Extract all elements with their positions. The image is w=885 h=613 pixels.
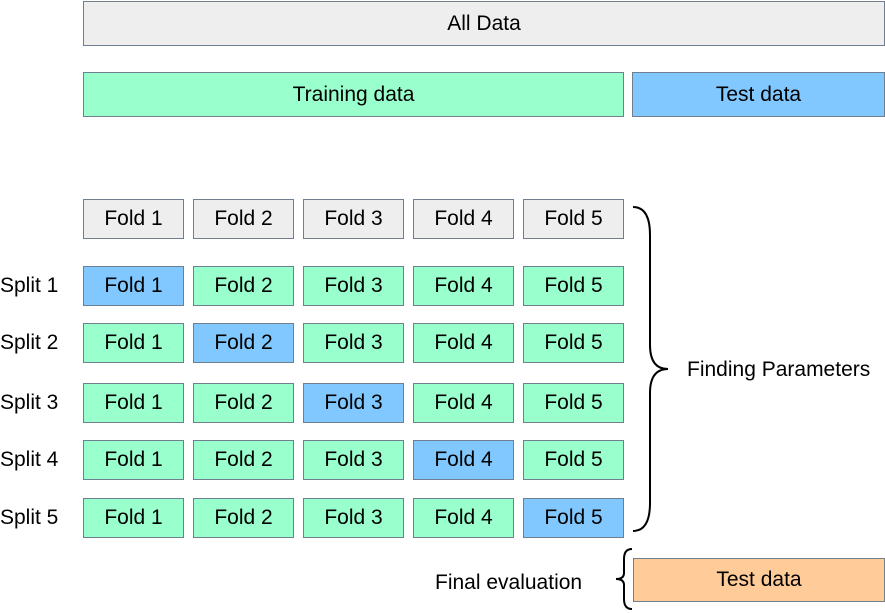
fold-label: Fold 3 [324,391,383,414]
fold-label: Fold 1 [104,274,163,297]
fold-label: Fold 2 [214,274,273,297]
fold-label: Fold 1 [104,448,163,471]
split-3-fold-1-train: Fold 1 [83,383,184,423]
training-data-bar: Training data [83,72,624,117]
final-test-data-label: Test data [716,568,802,591]
final-evaluation-brace [615,548,633,610]
fold-label: Fold 3 [324,274,383,297]
fold-label: Fold 2 [214,207,273,230]
split-label-2: Split 2 [0,331,59,354]
split-1-fold-3-train: Fold 3 [303,266,404,306]
final-evaluation-label: Final evaluation [435,571,583,594]
fold-label: Fold 5 [544,274,603,297]
all-data-label: All Data [447,11,521,35]
fold-label: Fold 5 [544,331,603,354]
fold-label: Fold 5 [544,207,603,230]
fold-label: Fold 1 [104,207,163,230]
fold-label: Fold 4 [434,207,493,230]
split-4-fold-1-train: Fold 1 [83,440,184,480]
split-1-fold-2-train: Fold 2 [193,266,294,306]
fold-label: Fold 4 [434,448,493,471]
fold-label: Fold 1 [104,506,163,529]
header-fold-5: Fold 5 [523,199,624,239]
fold-label: Fold 1 [104,391,163,414]
split-4-fold-4-test: Fold 4 [413,440,514,480]
split-3-fold-3-test: Fold 3 [303,383,404,423]
fold-label: Fold 2 [214,391,273,414]
fold-label: Fold 3 [324,448,383,471]
split-label-3: Split 3 [0,391,59,414]
header-fold-4: Fold 4 [413,199,514,239]
fold-label: Fold 4 [434,331,493,354]
split-5-fold-2-train: Fold 2 [193,498,294,538]
split-3-fold-2-train: Fold 2 [193,383,294,423]
split-2-fold-4-train: Fold 4 [413,323,514,363]
split-5-fold-1-train: Fold 1 [83,498,184,538]
fold-label: Fold 1 [104,331,163,354]
split-1-fold-4-train: Fold 4 [413,266,514,306]
test-data-bar: Test data [632,72,885,117]
header-fold-1: Fold 1 [83,199,184,239]
fold-label: Fold 3 [324,207,383,230]
split-4-fold-3-train: Fold 3 [303,440,404,480]
fold-label: Fold 5 [544,391,603,414]
fold-label: Fold 2 [214,448,273,471]
split-2-fold-1-train: Fold 1 [83,323,184,363]
header-fold-2: Fold 2 [193,199,294,239]
split-5-fold-5-test: Fold 5 [523,498,624,538]
split-4-fold-5-train: Fold 5 [523,440,624,480]
split-5-fold-4-train: Fold 4 [413,498,514,538]
fold-label: Fold 3 [324,331,383,354]
split-2-fold-3-train: Fold 3 [303,323,404,363]
split-2-fold-5-train: Fold 5 [523,323,624,363]
finding-parameters-label: Finding Parameters [687,358,871,381]
fold-label: Fold 4 [434,506,493,529]
split-1-fold-5-train: Fold 5 [523,266,624,306]
finding-parameters-brace [632,206,669,532]
header-fold-3: Fold 3 [303,199,404,239]
split-label-4: Split 4 [0,448,59,471]
split-label-1: Split 1 [0,274,59,297]
split-3-fold-5-train: Fold 5 [523,383,624,423]
split-3-fold-4-train: Fold 4 [413,383,514,423]
final-test-data-bar: Test data [633,558,885,602]
fold-label: Fold 5 [544,448,603,471]
fold-label: Fold 3 [324,506,383,529]
fold-label: Fold 2 [214,331,273,354]
fold-label: Fold 2 [214,506,273,529]
training-data-label: Training data [292,82,415,106]
split-5-fold-3-train: Fold 3 [303,498,404,538]
split-2-fold-2-test: Fold 2 [193,323,294,363]
fold-label: Fold 4 [434,391,493,414]
test-data-label: Test data [715,82,802,106]
all-data-bar: All Data [83,1,885,46]
fold-label: Fold 4 [434,274,493,297]
split-1-fold-1-test: Fold 1 [83,266,184,306]
split-4-fold-2-train: Fold 2 [193,440,294,480]
fold-label: Fold 5 [544,506,603,529]
split-label-5: Split 5 [0,506,59,529]
